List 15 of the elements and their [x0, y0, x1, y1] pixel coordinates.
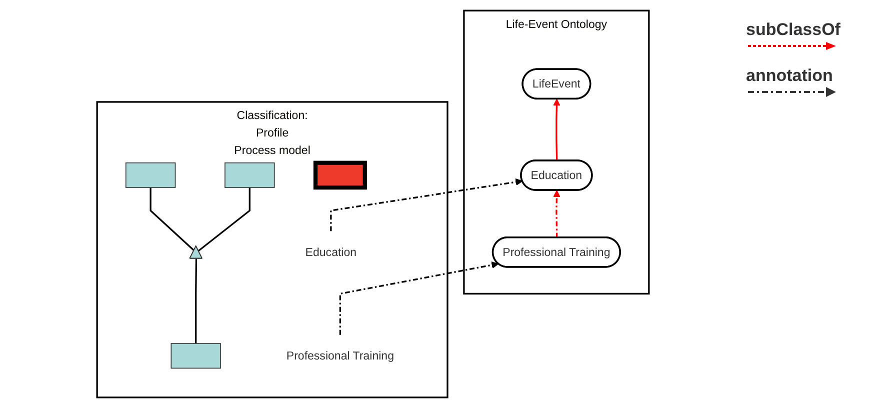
node-box — [224, 162, 275, 188]
arrow — [553, 190, 560, 238]
node-text: Professional Training — [286, 348, 394, 362]
legend-text: subClassOf — [746, 20, 842, 40]
legend-text: annotation — [746, 66, 834, 86]
node-box — [170, 342, 221, 368]
connector — [195, 258, 198, 343]
node-text: Education — [305, 244, 357, 258]
node-box — [125, 162, 176, 188]
node-box — [313, 160, 367, 190]
arrow — [339, 260, 499, 334]
connector — [150, 187, 195, 251]
connector — [198, 187, 250, 251]
arrow — [553, 98, 560, 160]
arrow — [330, 178, 523, 231]
